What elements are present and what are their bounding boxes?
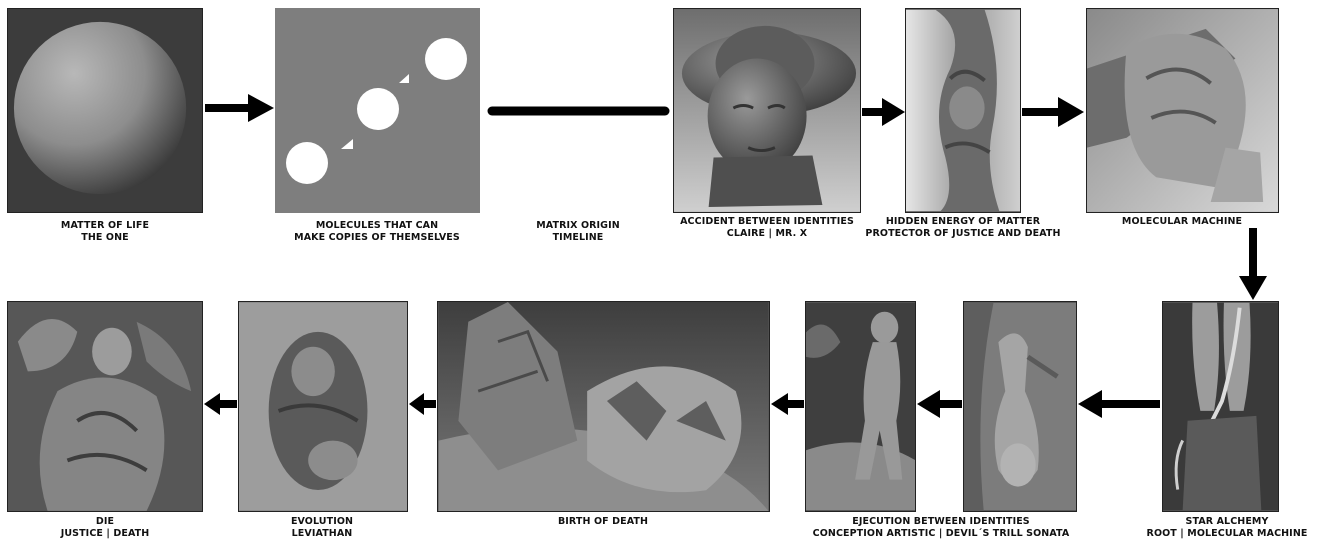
caption-hidden: HIDDEN ENERGY OF MATTER PROTECTOR OF JUS… (865, 216, 1060, 240)
caption-subtitle: TIMELINE (536, 232, 620, 244)
caption-title: MOLECULAR MACHINE (1122, 216, 1242, 228)
arrow-left-icon (1078, 390, 1160, 418)
caption-subtitle: THE ONE (61, 232, 149, 244)
caption-title: STAR ALCHEMY (1147, 516, 1308, 528)
caption-die: DIE JUSTICE | DEATH (61, 516, 150, 540)
arrow-down-icon (1239, 228, 1267, 300)
caption-title: DIE (61, 516, 150, 528)
caption-title: HIDDEN ENERGY OF MATTER (865, 216, 1060, 228)
caption-subtitle: ROOT | MOLECULAR MACHINE (1147, 528, 1308, 540)
caption-ejecution: EJECUTION BETWEEN IDENTITIES CONCEPTION … (813, 516, 1070, 540)
arrow-right-icon (205, 94, 274, 122)
caption-title: EVOLUTION (291, 516, 353, 528)
caption-subtitle: CONCEPTION ARTISTIC | DEVIL´S TRILL SONA… (813, 528, 1070, 540)
arrow-right-icon (862, 98, 905, 126)
caption-sphere: MATTER OF LIFE THE ONE (61, 220, 149, 244)
caption-title: MOLECULES THAT CAN (294, 220, 460, 232)
arrow-left-icon (917, 390, 962, 418)
caption-molecular: MOLECULAR MACHINE (1122, 216, 1242, 228)
arrow-left-icon (409, 393, 436, 415)
arrow-right-icon (1022, 97, 1084, 127)
caption-alchemy: STAR ALCHEMY ROOT | MOLECULAR MACHINE (1147, 516, 1308, 540)
arrow-left-icon (771, 393, 804, 415)
arrow-left-icon (204, 393, 237, 415)
caption-molecules: MOLECULES THAT CAN MAKE COPIES OF THEMSE… (294, 220, 460, 244)
caption-subtitle: JUSTICE | DEATH (61, 528, 150, 540)
caption-subtitle: MAKE COPIES OF THEMSELVES (294, 232, 460, 244)
caption-title: ACCIDENT BETWEEN IDENTITIES (680, 216, 854, 228)
caption-subtitle: PROTECTOR OF JUSTICE AND DEATH (865, 228, 1060, 240)
caption-evolution: EVOLUTION LEVIATHAN (291, 516, 353, 540)
caption-subtitle: CLAIRE | MR. X (680, 228, 854, 240)
caption-title: MATRIX ORIGIN (536, 220, 620, 232)
caption-subtitle: LEVIATHAN (291, 528, 353, 540)
caption-birth: BIRTH OF DEATH (558, 516, 648, 528)
caption-title: EJECUTION BETWEEN IDENTITIES (813, 516, 1070, 528)
caption-title: BIRTH OF DEATH (558, 516, 648, 528)
caption-title: MATTER OF LIFE (61, 220, 149, 232)
caption-matrix: MATRIX ORIGIN TIMELINE (536, 220, 620, 244)
caption-accident: ACCIDENT BETWEEN IDENTITIES CLAIRE | MR.… (680, 216, 854, 240)
